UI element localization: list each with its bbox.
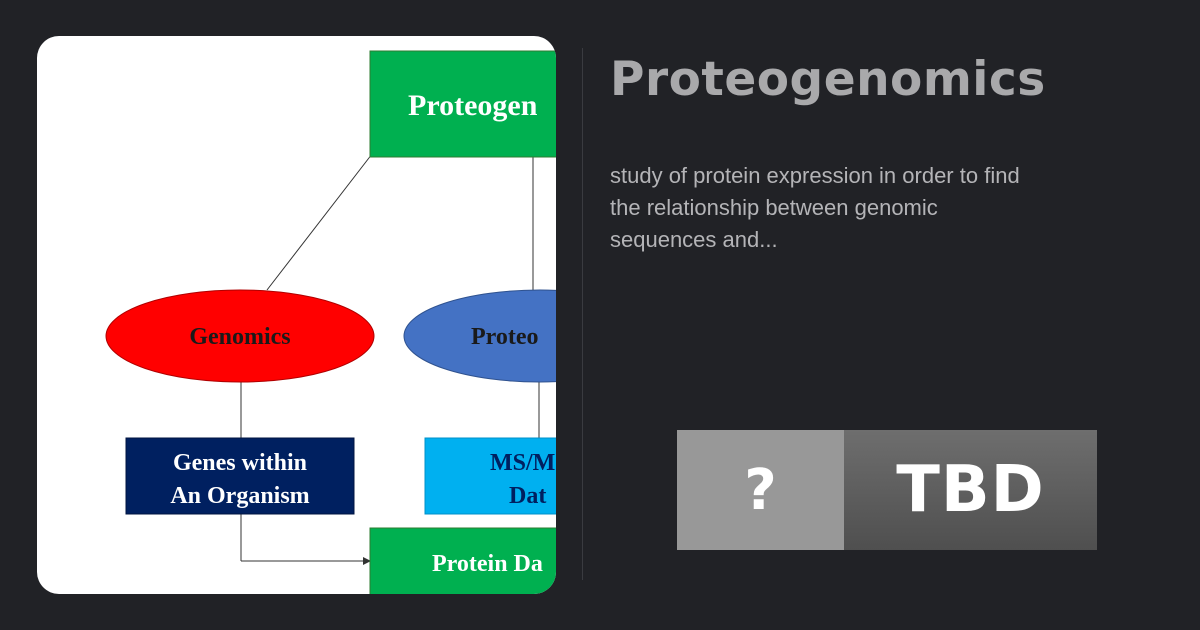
proteogenomics-diagram: Proteogen Genomics Proteo Genes within A… <box>105 50 556 594</box>
genes-label-line1: Genes within <box>173 450 307 476</box>
tbd-badge: ? TBD <box>677 430 1097 550</box>
description-text: study of protein expression in order to … <box>610 163 1020 252</box>
proteogenomics-box <box>369 50 556 158</box>
protein-database-box <box>369 527 556 594</box>
genomics-label: Genomics <box>189 324 290 350</box>
connector-line <box>266 153 373 291</box>
msms-label-line2: Dat <box>509 483 546 509</box>
proteomics-label: Proteo <box>471 324 539 350</box>
tbd-label: TBD <box>844 430 1097 550</box>
msms-box <box>424 437 556 515</box>
protein-database-label: Protein Da <box>432 551 543 577</box>
genes-label-line2: An Organism <box>170 483 309 509</box>
proteomics-ellipse <box>403 289 556 383</box>
proteogenomics-box-label: Proteogen <box>408 89 538 122</box>
page-title: Proteogenomics <box>610 52 1046 107</box>
genes-box <box>125 437 355 515</box>
diagram-image: Proteogen Genomics Proteo Genes within A… <box>37 36 556 594</box>
genomics-ellipse <box>105 289 375 383</box>
question-mark-icon: ? <box>677 430 844 550</box>
msms-label-line1: MS/M <box>490 450 555 476</box>
vertical-divider <box>582 48 583 580</box>
arrow-head-icon <box>363 557 371 565</box>
